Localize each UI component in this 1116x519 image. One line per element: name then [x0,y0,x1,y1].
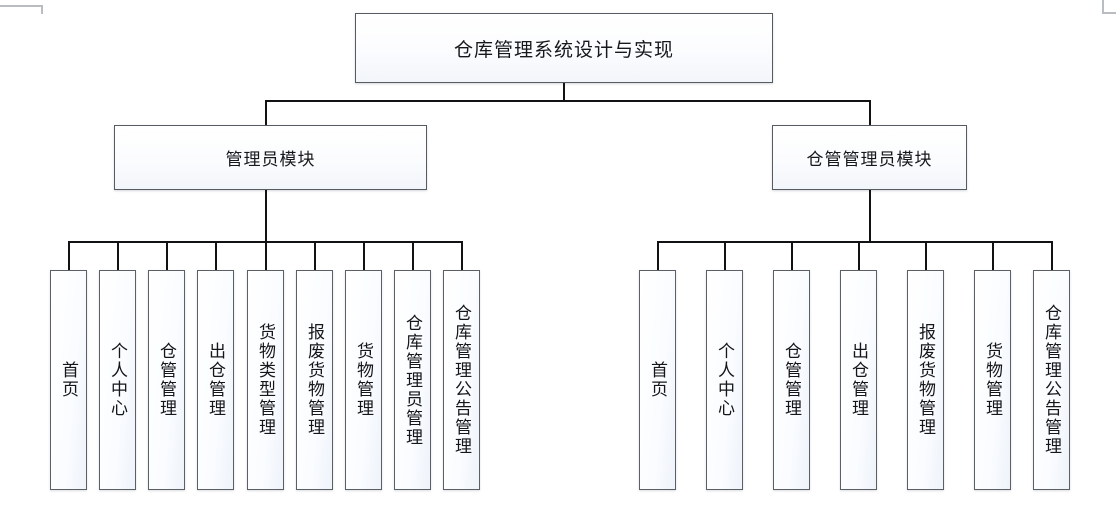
page-edge-line-right [1102,0,1104,13]
page-edge-tick-right [1102,12,1116,14]
root-node[interactable]: 仓库管理系统设计与实现 [355,13,773,83]
connector-warehouse-admin-stem [869,190,871,241]
leaf-node-admin-9-label: 仓库管理公告管理 [452,304,472,456]
leaf-node-admin-9[interactable]: 仓库管理公告管理 [443,270,480,490]
leaf-node-admin-2[interactable]: 个人中心 [99,270,136,490]
connector-warehouse-admin-leaf-1 [657,241,659,270]
leaf-node-admin-4-label: 出仓管理 [206,342,226,418]
page-edge-line-left [0,5,42,7]
leaf-node-admin-1[interactable]: 首页 [50,270,87,490]
connector-warehouse-admin-bus [657,241,1052,243]
connector-warehouse-admin-leaf-3 [791,241,793,270]
connector-root-bus [265,100,870,102]
leaf-node-warehouse-admin-2-label: 个人中心 [715,342,735,418]
connector-admin-leaf-5 [265,241,267,270]
leaf-node-admin-2-label: 个人中心 [108,342,128,418]
leaf-node-warehouse-admin-4[interactable]: 出仓管理 [840,270,877,490]
connector-warehouse-admin-leaf-4 [858,241,860,270]
module-node-warehouse-admin-label: 仓管管理员模块 [806,150,933,169]
connector-warehouse-admin-leaf-6 [992,241,994,270]
leaf-node-warehouse-admin-5[interactable]: 报废货物管理 [907,270,944,490]
leaf-node-warehouse-admin-7-label: 仓库管理公告管理 [1042,304,1062,456]
leaf-node-warehouse-admin-1-label: 首页 [648,361,668,399]
connector-warehouse-admin-leaf-2 [724,241,726,270]
leaf-node-admin-6-label: 报废货物管理 [305,323,325,437]
connector-admin-leaf-7 [363,241,365,270]
module-node-warehouse-admin[interactable]: 仓管管理员模块 [772,125,967,190]
leaf-node-warehouse-admin-3[interactable]: 仓管管理 [773,270,810,490]
connector-admin-leaf-9 [461,241,463,270]
leaf-node-admin-5-label: 货物类型管理 [256,323,276,437]
leaf-node-warehouse-admin-6[interactable]: 货物管理 [974,270,1011,490]
leaf-node-admin-4[interactable]: 出仓管理 [197,270,234,490]
connector-admin-leaf-1 [68,241,70,270]
connector-admin-leaf-8 [412,241,414,270]
connector-warehouse-admin-leaf-5 [925,241,927,270]
connector-admin-leaf-2 [117,241,119,270]
leaf-node-warehouse-admin-1[interactable]: 首页 [639,270,676,490]
leaf-node-warehouse-admin-3-label: 仓管管理 [782,342,802,418]
connector-admin-leaf-6 [314,241,316,270]
leaf-node-admin-5[interactable]: 货物类型管理 [247,270,284,490]
connector-warehouse-admin-leaf-7 [1051,241,1053,270]
root-node-label: 仓库管理系统设计与实现 [453,39,674,61]
leaf-node-admin-7[interactable]: 货物管理 [345,270,382,490]
module-node-admin[interactable]: 管理员模块 [114,125,427,190]
connector-admin-stem [265,190,267,241]
leaf-node-warehouse-admin-6-label: 货物管理 [983,342,1003,418]
page-edge-tick-left [41,5,43,14]
connector-admin-leaf-3 [166,241,168,270]
leaf-node-admin-1-label: 首页 [59,361,79,399]
module-node-admin-label: 管理员模块 [225,150,316,169]
connector-admin-leaf-4 [215,241,217,270]
leaf-node-warehouse-admin-5-label: 报废货物管理 [916,323,936,437]
connector-to-admin-module [265,100,267,125]
leaf-node-admin-7-label: 货物管理 [354,342,374,418]
leaf-node-admin-3-label: 仓管管理 [157,342,177,418]
leaf-node-admin-6[interactable]: 报废货物管理 [296,270,333,490]
leaf-node-warehouse-admin-2[interactable]: 个人中心 [706,270,743,490]
leaf-node-admin-3[interactable]: 仓管管理 [148,270,185,490]
connector-root-stem [563,83,565,101]
leaf-node-admin-8[interactable]: 仓库管理员管理 [394,270,431,490]
leaf-node-warehouse-admin-4-label: 出仓管理 [849,342,869,418]
leaf-node-warehouse-admin-7[interactable]: 仓库管理公告管理 [1033,270,1070,490]
connector-to-warehouse-admin-module [869,100,871,125]
leaf-node-admin-8-label: 仓库管理员管理 [403,313,423,447]
